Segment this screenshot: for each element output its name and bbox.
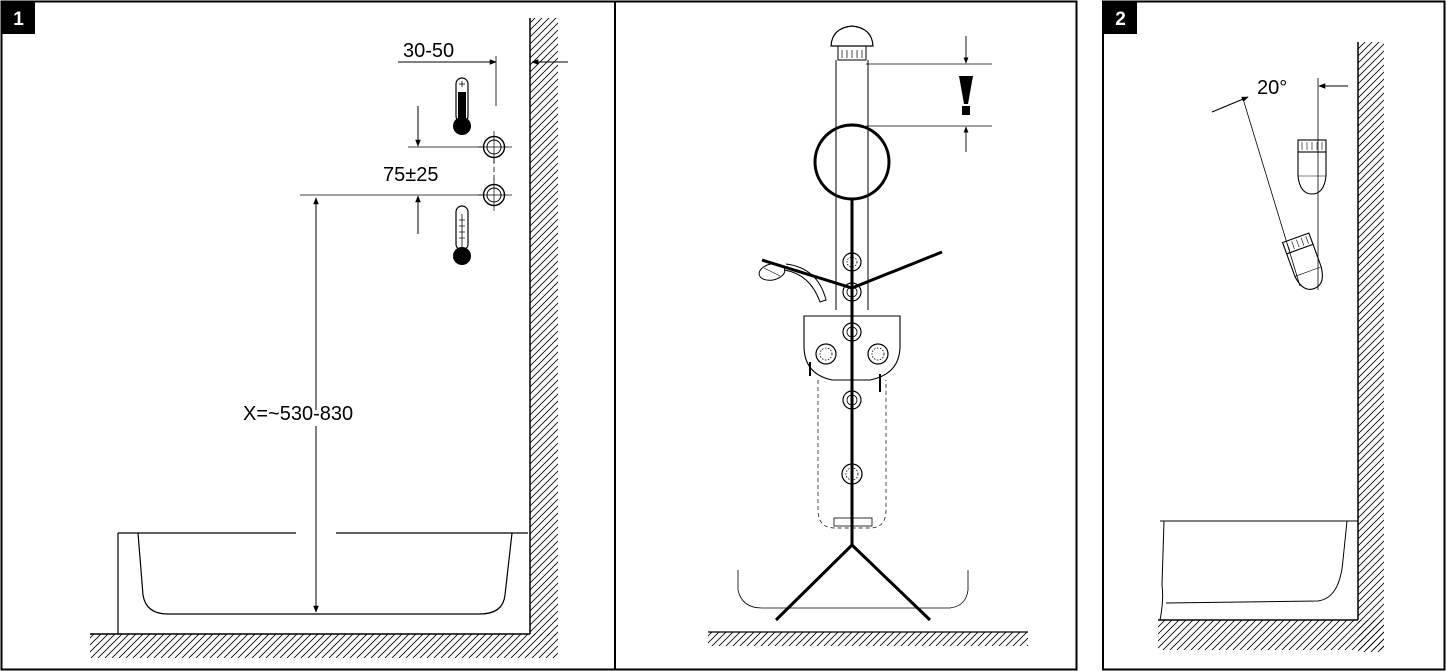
panel-frame-right <box>1102 0 1446 671</box>
dim-wall-offset-label: 30-50 <box>403 40 454 62</box>
panel-shower <box>708 25 1028 646</box>
body-arms <box>761 250 943 290</box>
step-badge-1: 1 <box>2 2 35 34</box>
bathtub-right <box>1159 520 1358 621</box>
thermometer-hot-icon <box>453 77 471 135</box>
step-badge-2-label: 2 <box>1115 9 1126 30</box>
floor-hatch-middle <box>708 632 1028 646</box>
hand-shower-icon <box>758 263 827 303</box>
body-legs <box>774 542 932 622</box>
floor-hatch-right <box>1158 620 1384 650</box>
shower-jets <box>815 252 889 485</box>
wall-hatch-right <box>1358 42 1384 652</box>
dim-angle-label: 20° <box>1257 77 1287 99</box>
panel-1: 30-50 75±25 X=~530-830 <box>90 18 568 658</box>
wall-hatch <box>530 18 558 636</box>
dim-height-label: X=~530-830 <box>243 403 353 425</box>
upper-connection <box>478 131 512 163</box>
step-badge-2: 2 <box>1104 2 1137 34</box>
bathtub <box>117 532 528 634</box>
fitting-tilted <box>1281 232 1323 290</box>
thermometer-cold-icon <box>453 205 471 265</box>
dim-spacing-label: 75±25 <box>383 164 438 186</box>
body-head-circle <box>813 123 891 201</box>
exclamation-icon <box>959 76 973 115</box>
step-badge-1-label: 1 <box>13 9 24 30</box>
shower-column <box>817 25 887 529</box>
panel-frame-left <box>0 0 1078 671</box>
lower-connection <box>478 179 512 211</box>
floor-hatch <box>90 634 558 658</box>
bathtub-middle <box>737 570 969 609</box>
panel-2: 20° <box>1158 42 1384 652</box>
fitting-upright <box>1297 139 1327 195</box>
control-unit <box>803 315 901 392</box>
